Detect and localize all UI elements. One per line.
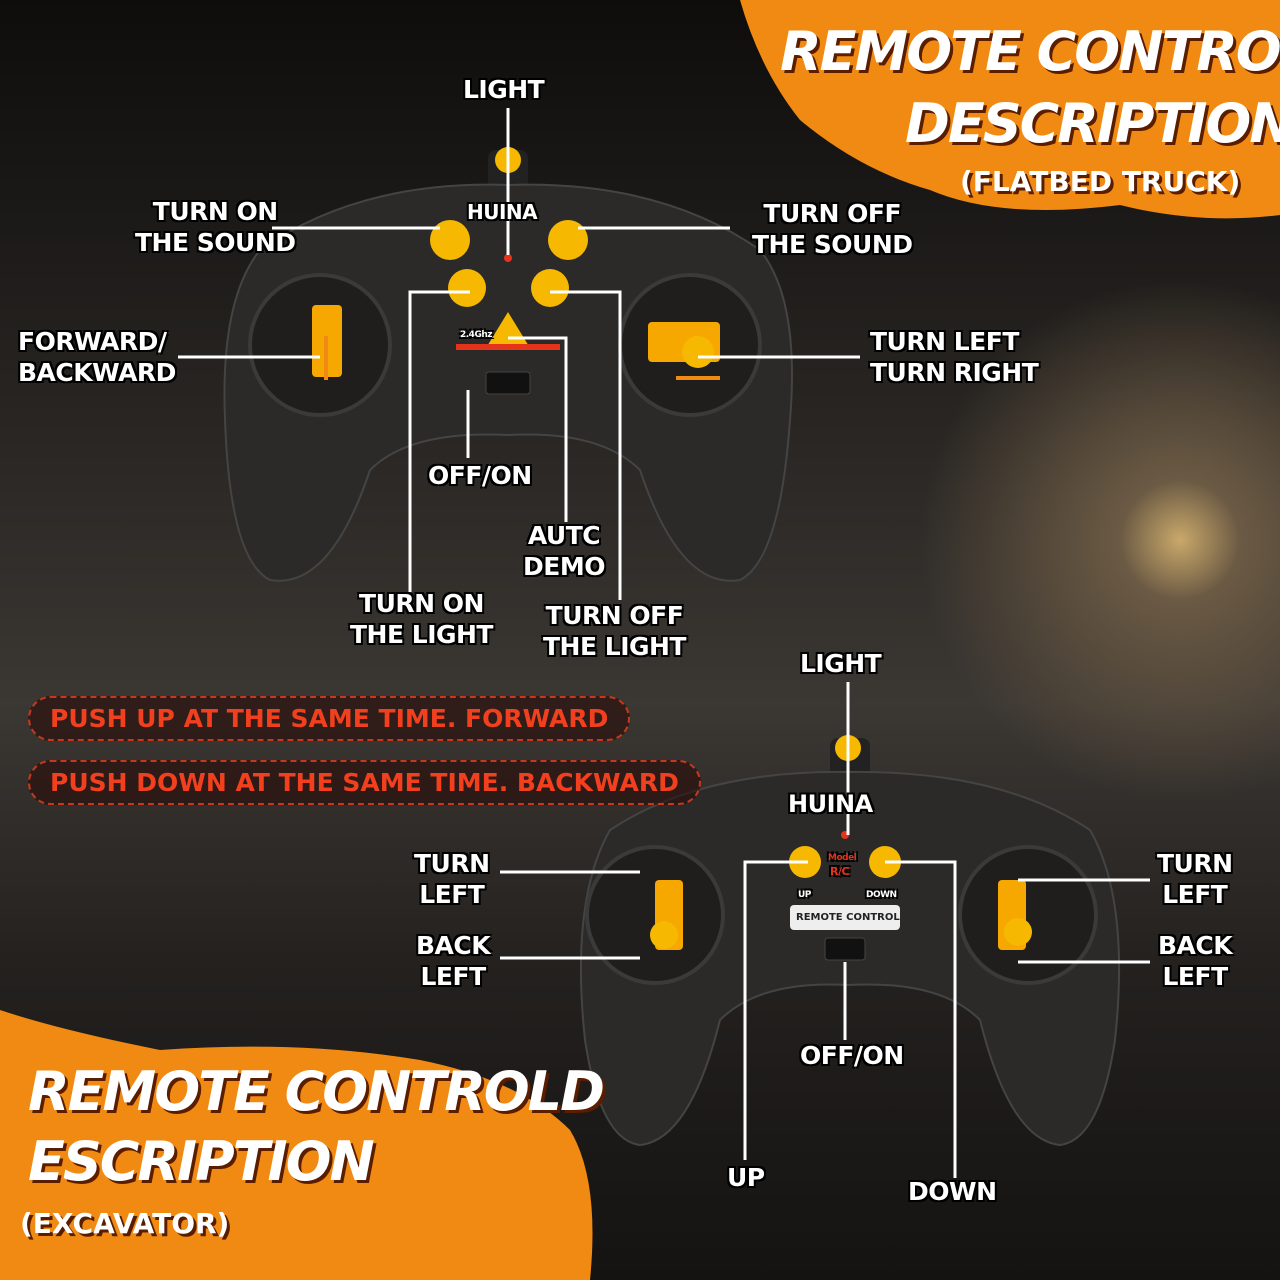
model-label: Model [828, 853, 857, 863]
flatbed-remote-controller [223, 147, 793, 582]
top-subtitle: (FLATBED TRUCK) [960, 165, 1241, 198]
bottom-subtitle: (EXCAVATOR) [20, 1207, 230, 1240]
label-down: DOWN [908, 1177, 997, 1206]
label-turn-left-left: TURN LEFT [414, 849, 490, 909]
label-turn-on-light: TURN ON THE LIGHT [350, 589, 494, 649]
top-title-line1: REMOTE CONTROL [780, 20, 1280, 83]
label-turn-on-sound: TURN ON THE SOUND [135, 197, 296, 257]
label-turn-left-right: TURN LEFT TURN RIGHT [870, 327, 1039, 387]
label-light-bottom: LIGHT [800, 649, 882, 678]
frequency-label: 2.4Ghz [460, 330, 492, 340]
rc-label: R/C [830, 865, 850, 878]
label-off-on-bottom: OFF/ON [800, 1041, 904, 1070]
label-auto-demo: AUTC DEMO [523, 521, 605, 581]
top-title-line2: DESCRIPTION [905, 92, 1280, 155]
label-light: LIGHT [463, 75, 545, 104]
bottom-title-line1: REMOTE CONTROLD [28, 1060, 605, 1123]
note-backward: PUSH DOWN AT THE SAME TIME. BACKWARD [28, 760, 701, 805]
label-turn-off-light: TURN OFF THE LIGHT [543, 601, 687, 661]
down-small-label: DOWN [866, 890, 897, 900]
label-back-left-right: BACK LEFT [1158, 931, 1233, 991]
label-back-left-left: BACK LEFT [416, 931, 491, 991]
label-off-on-top: OFF/ON [428, 461, 532, 490]
orange-brush-bottom [0, 1010, 593, 1280]
callout-lines [178, 108, 1150, 1178]
label-turn-off-sound: TURN OFF THE SOUND [752, 199, 913, 259]
label-forward-backward: FORWARD/ BACKWARD [18, 327, 176, 387]
orange-brush-top [740, 0, 1280, 219]
label-turn-left-right: TURN LEFT [1157, 849, 1233, 909]
note-forward: PUSH UP AT THE SAME TIME. FORWARD [28, 696, 631, 741]
label-up: UP [727, 1163, 765, 1192]
up-small-label: UP [798, 890, 811, 900]
brand-logo-bottom: HUINA [788, 790, 873, 818]
brand-logo-top: HUINA [467, 200, 538, 224]
bottom-title-line2: ESCRIPTION [28, 1130, 375, 1193]
remote-control-label: REMOTE CONTROL [796, 912, 900, 923]
